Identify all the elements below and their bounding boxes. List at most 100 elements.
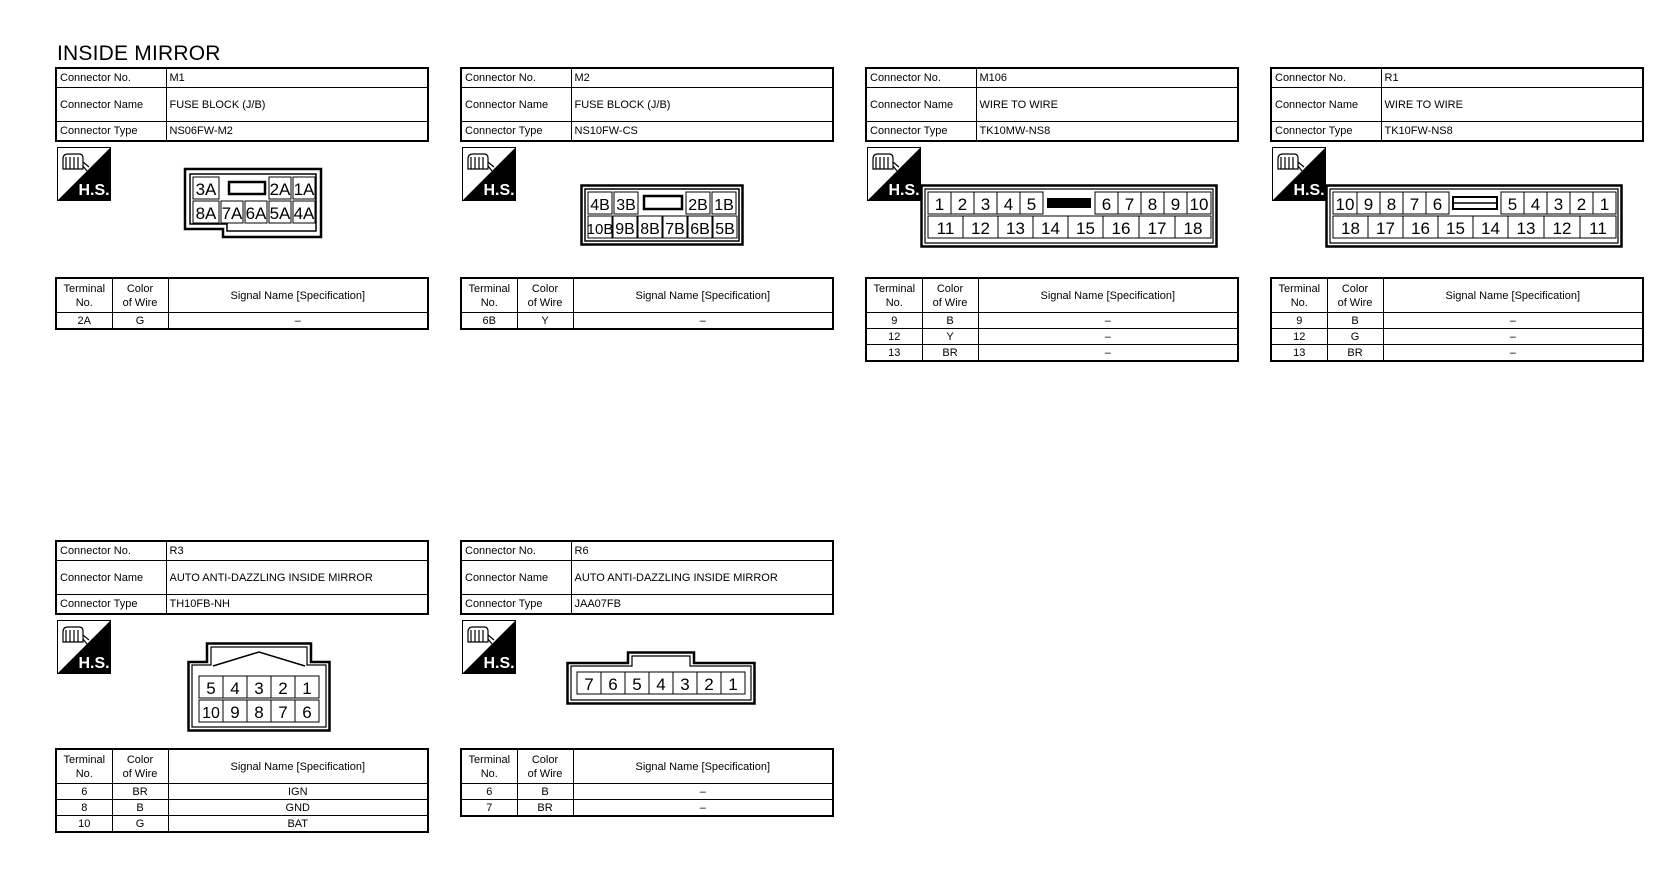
table-row: 7 BR – <box>460 799 834 817</box>
hs-label: H.S. <box>483 655 514 672</box>
wire-color-cell: BR <box>921 344 979 362</box>
signal-name-header: Signal Name [Specification] <box>572 277 834 313</box>
terminal-no-cell: 13 <box>1270 344 1328 362</box>
connector-no-label: Connector No. <box>460 67 572 88</box>
hs-label: H.S. <box>888 182 919 199</box>
pin-label: 3B <box>616 197 636 214</box>
pin-label: 13 <box>1517 219 1536 238</box>
signal-name-header: Signal Name [Specification] <box>572 748 834 784</box>
pin-label: 8A <box>196 204 217 223</box>
table-row: 12 G – <box>1270 328 1644 345</box>
pin-label: 2B <box>688 197 708 214</box>
connector-name-label: Connector Name <box>460 87 572 122</box>
table-row: 9 B – <box>865 312 1239 329</box>
connector-type-value: NS10FW-CS <box>570 121 834 142</box>
connector-no-value: M2 <box>570 67 834 88</box>
pin-label: 9B <box>615 221 635 238</box>
connector-name-value: WIRE TO WIRE <box>1380 87 1644 122</box>
connector-no-label: Connector No. <box>1270 67 1382 88</box>
signal-name-cell: – <box>1382 344 1644 362</box>
connector-name-value: FUSE BLOCK (J/B) <box>165 87 429 122</box>
pin-label: 16 <box>1411 219 1430 238</box>
table-row: 13 BR – <box>1270 344 1644 362</box>
connector-no-value: R3 <box>165 540 429 561</box>
pin-label: 6B <box>690 221 710 238</box>
page-title: INSIDE MIRROR <box>57 42 221 65</box>
pin-label: 7 <box>584 675 593 694</box>
signal-name-cell: – <box>1382 312 1644 329</box>
wire-color-cell: B <box>111 799 169 816</box>
pin-label: 3 <box>981 195 990 214</box>
pin-label: 5 <box>632 675 641 694</box>
wire-color-cell: Y <box>516 312 574 330</box>
hs-label: H.S. <box>1293 182 1324 199</box>
pin-label: 5A <box>270 204 291 223</box>
pin-label: 12 <box>971 219 990 238</box>
harness-side-icon: H.S. <box>462 620 516 674</box>
terminal-no-cell: 8 <box>55 799 113 816</box>
pin-label: 5 <box>206 679 215 698</box>
pin-label: 1 <box>302 679 311 698</box>
pin-label: 17 <box>1376 219 1395 238</box>
signal-name-cell: – <box>572 799 834 817</box>
wire-color-cell: B <box>1326 312 1384 329</box>
table-row: 6B Y – <box>460 312 834 330</box>
pin-label: 9 <box>230 703 239 722</box>
connector-name-label: Connector Name <box>55 87 167 122</box>
connector-type-value: TK10MW-NS8 <box>975 121 1239 142</box>
signal-name-header: Signal Name [Specification] <box>1382 277 1644 313</box>
wire-color-cell: B <box>921 312 979 329</box>
pin-label: 8 <box>1387 195 1396 214</box>
table-row: 6 BR IGN <box>55 783 429 800</box>
wire-color-cell: BR <box>111 783 169 800</box>
pin-label: 18 <box>1184 219 1203 238</box>
connector-type-value: TK10FW-NS8 <box>1380 121 1644 142</box>
pin-label: 18 <box>1341 219 1360 238</box>
terminal-no-cell: 13 <box>865 344 923 362</box>
pin-label: 1A <box>294 180 315 199</box>
connector-no-value: R1 <box>1380 67 1644 88</box>
harness-side-icon: H.S. <box>57 147 111 201</box>
harness-side-icon: H.S. <box>57 620 111 674</box>
signal-name-cell: – <box>977 312 1239 329</box>
pin-label: 7 <box>1125 195 1134 214</box>
pin-label: 17 <box>1148 219 1167 238</box>
pin-label: 7 <box>1410 195 1419 214</box>
signal-name-cell: – <box>977 344 1239 362</box>
pin-label: 4 <box>230 679 239 698</box>
pin-label: 13 <box>1006 219 1025 238</box>
hs-label: H.S. <box>78 655 109 672</box>
connector-type-value: TH10FB-NH <box>165 594 429 615</box>
wire-color-cell: B <box>516 783 574 800</box>
terminal-no-cell: 6 <box>55 783 113 800</box>
pin-label: 8 <box>254 703 263 722</box>
wire-color-cell: G <box>111 312 169 330</box>
wire-color-cell: G <box>1326 328 1384 345</box>
connector-face-r6: 7 6 5 4 3 2 1 <box>566 651 756 705</box>
connector-no-label: Connector No. <box>460 540 572 561</box>
pin-label: 11 <box>1589 219 1607 238</box>
signal-name-cell: – <box>1382 328 1644 345</box>
pin-label: 4 <box>1004 195 1013 214</box>
pin-label: 7B <box>665 221 685 238</box>
pin-label: 14 <box>1481 219 1500 238</box>
pin-label: 2 <box>958 195 967 214</box>
signal-name-cell: BAT <box>167 815 429 833</box>
pin-label: 5B <box>715 221 735 238</box>
pin-label: 15 <box>1446 219 1465 238</box>
pin-label: 6 <box>1433 195 1442 214</box>
connector-type-label: Connector Type <box>460 594 572 615</box>
